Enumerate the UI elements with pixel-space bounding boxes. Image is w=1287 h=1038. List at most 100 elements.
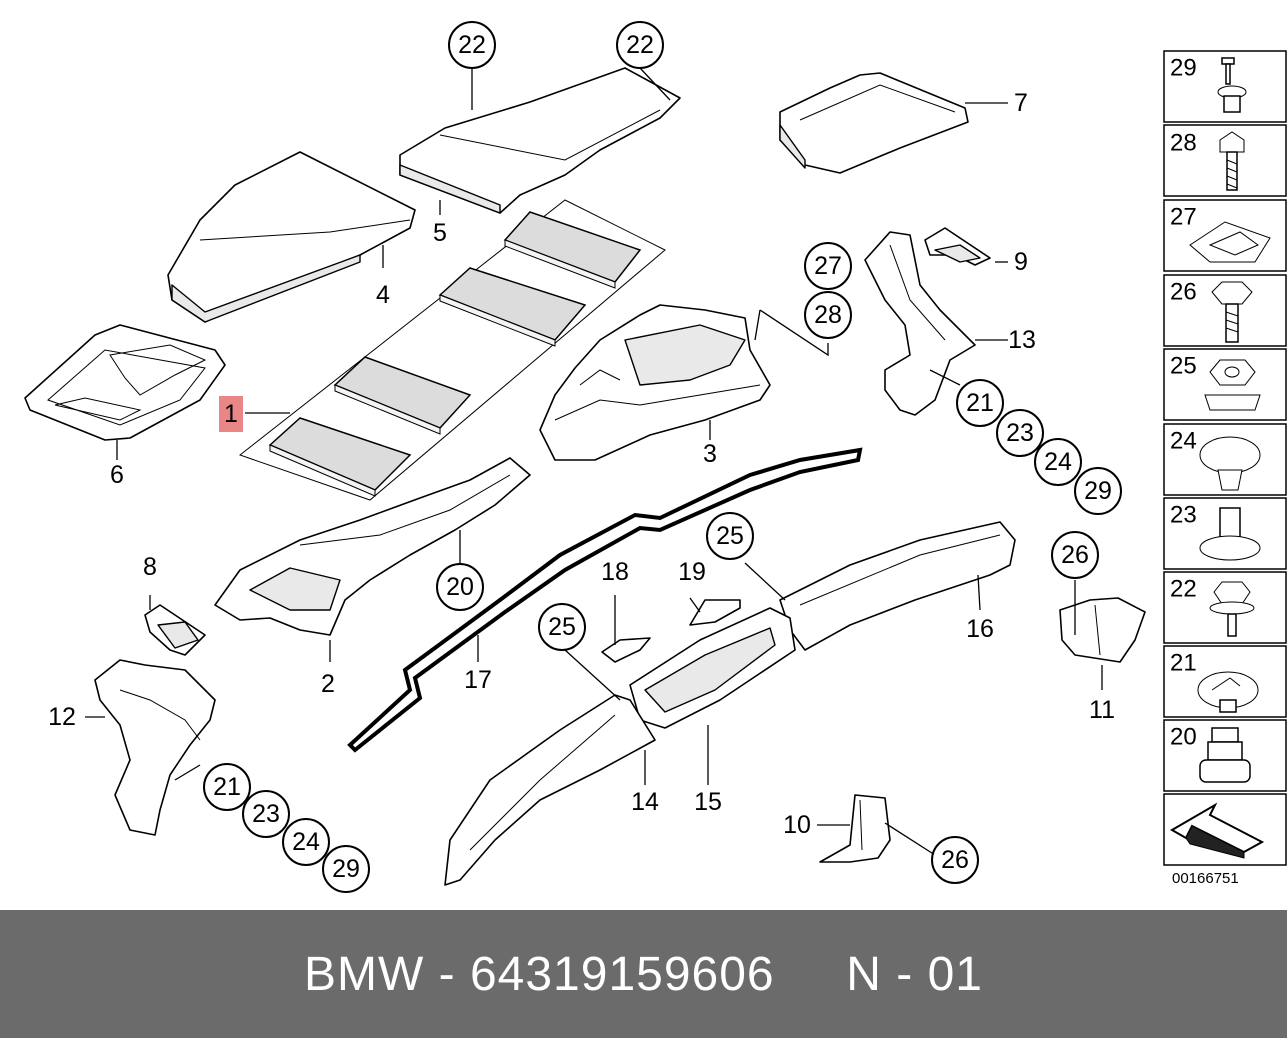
svg-text:23: 23	[1170, 502, 1197, 529]
part-12-bracket[interactable]	[94, 659, 216, 836]
callout-24[interactable]: 24	[1034, 438, 1082, 486]
callout-27[interactable]: 27	[804, 242, 852, 290]
label-10[interactable]: 10	[783, 811, 811, 839]
label-12[interactable]: 12	[48, 703, 76, 731]
svg-text:23: 23	[252, 800, 280, 828]
callout-25[interactable]: 25	[538, 603, 586, 651]
part-19-clip[interactable]	[689, 599, 741, 626]
svg-text:24: 24	[1044, 448, 1072, 476]
label-5[interactable]: 5	[433, 219, 447, 247]
direction-arrow-icon	[1169, 802, 1265, 859]
callout-21[interactable]: 21	[203, 763, 251, 811]
svg-text:27: 27	[1170, 204, 1197, 231]
label-7[interactable]: 7	[1014, 89, 1028, 117]
label-2[interactable]: 2	[321, 670, 335, 698]
clip-icon	[1197, 671, 1259, 713]
part-2-housing[interactable]	[214, 457, 531, 636]
callout-23[interactable]: 23	[996, 409, 1044, 457]
part-10-bracket[interactable]	[819, 794, 891, 863]
label-16[interactable]: 16	[966, 615, 994, 643]
part-9-clip[interactable]	[924, 227, 991, 266]
part-6-frame[interactable]	[24, 324, 226, 441]
callout-22[interactable]: 22	[448, 21, 496, 69]
legend-item-28[interactable]: 28	[1163, 124, 1287, 197]
callout-25[interactable]: 25	[706, 512, 754, 560]
part-3-housing[interactable]	[539, 304, 771, 461]
callout-23[interactable]: 23	[242, 790, 290, 838]
fastener-legend: 29 28 27	[1163, 50, 1287, 866]
label-8[interactable]: 8	[143, 553, 157, 581]
part-17-seal[interactable]	[347, 447, 863, 753]
rivet-icon	[1217, 57, 1247, 113]
label-4[interactable]: 4	[376, 281, 390, 309]
callout-28[interactable]: 28	[804, 291, 852, 339]
label-11[interactable]: 11	[1089, 696, 1115, 724]
label-14[interactable]: 14	[631, 788, 659, 816]
svg-text:27: 27	[814, 252, 842, 280]
legend-item-arrow[interactable]	[1163, 793, 1287, 866]
label-13[interactable]: 13	[1008, 326, 1036, 354]
part-4-cover[interactable]	[167, 151, 416, 323]
callout-21[interactable]: 21	[956, 379, 1004, 427]
callout-26[interactable]: 26	[1051, 531, 1099, 579]
svg-text:29: 29	[1170, 55, 1197, 82]
svg-text:26: 26	[941, 846, 969, 874]
legend-item-21[interactable]: 21	[1163, 645, 1287, 718]
part-1-filter-set[interactable]	[238, 199, 666, 501]
svg-text:21: 21	[1170, 650, 1197, 677]
label-6[interactable]: 6	[110, 461, 124, 489]
part-14-duct[interactable]	[444, 694, 656, 886]
legend-item-26[interactable]: 26	[1163, 274, 1287, 347]
legend-item-27[interactable]: 27	[1163, 199, 1287, 272]
legend-item-22[interactable]: 22	[1163, 571, 1287, 644]
svg-text:29: 29	[332, 855, 360, 883]
filter-element	[438, 267, 587, 347]
svg-text:26: 26	[1061, 541, 1089, 569]
label-19[interactable]: 19	[678, 558, 706, 586]
svg-text:22: 22	[1170, 576, 1197, 603]
expanding-nut-icon	[1199, 507, 1261, 561]
hex-nut-icon	[1204, 359, 1261, 411]
part-18-clip[interactable]	[601, 637, 651, 663]
filter-element	[268, 417, 412, 497]
part-16-duct[interactable]	[779, 521, 1016, 651]
callout-24[interactable]: 24	[282, 818, 330, 866]
grommet-icon	[1199, 727, 1251, 783]
footer-bar: BMW - 64319159606 N - 01	[0, 910, 1287, 1038]
label-18[interactable]: 18	[601, 558, 629, 586]
legend-item-29[interactable]: 29	[1163, 50, 1287, 123]
part-15-duct[interactable]	[629, 607, 796, 729]
flange-screw-icon	[1209, 581, 1255, 637]
label-9[interactable]: 9	[1014, 248, 1028, 276]
callout-29[interactable]: 29	[1074, 467, 1122, 515]
callout-29[interactable]: 29	[322, 845, 370, 893]
clip-nut-icon	[1189, 221, 1271, 263]
svg-text:26: 26	[1170, 279, 1197, 306]
legend-item-23[interactable]: 23	[1163, 497, 1287, 570]
hex-bolt-icon	[1211, 281, 1253, 343]
svg-text:28: 28	[1170, 130, 1197, 157]
part-13-bracket[interactable]	[864, 231, 976, 416]
part-11-bracket[interactable]	[1059, 597, 1146, 663]
label-15[interactable]: 15	[694, 788, 722, 816]
push-rivet-icon	[1199, 436, 1261, 491]
filter-element	[503, 211, 642, 289]
svg-text:25: 25	[716, 522, 744, 550]
legend-item-24[interactable]: 24	[1163, 423, 1287, 496]
part-7-lid[interactable]	[779, 72, 969, 174]
callout-22[interactable]: 22	[616, 21, 664, 69]
svg-text:24: 24	[292, 828, 320, 856]
label-17[interactable]: 17	[464, 666, 492, 694]
highlighted-label-1[interactable]: 1	[219, 396, 243, 432]
label-3[interactable]: 3	[703, 440, 717, 468]
part-8-clip[interactable]	[144, 604, 206, 656]
legend-item-25[interactable]: 25	[1163, 348, 1287, 421]
part-5-cover[interactable]	[399, 67, 681, 214]
callout-26[interactable]: 26	[931, 836, 979, 884]
leader-lines	[85, 67, 1103, 856]
svg-text:23: 23	[1006, 419, 1034, 447]
svg-text:25: 25	[1170, 353, 1197, 380]
svg-text:24: 24	[1170, 428, 1197, 455]
callout-20[interactable]: 20	[436, 563, 484, 611]
legend-item-20[interactable]: 20	[1163, 719, 1287, 792]
